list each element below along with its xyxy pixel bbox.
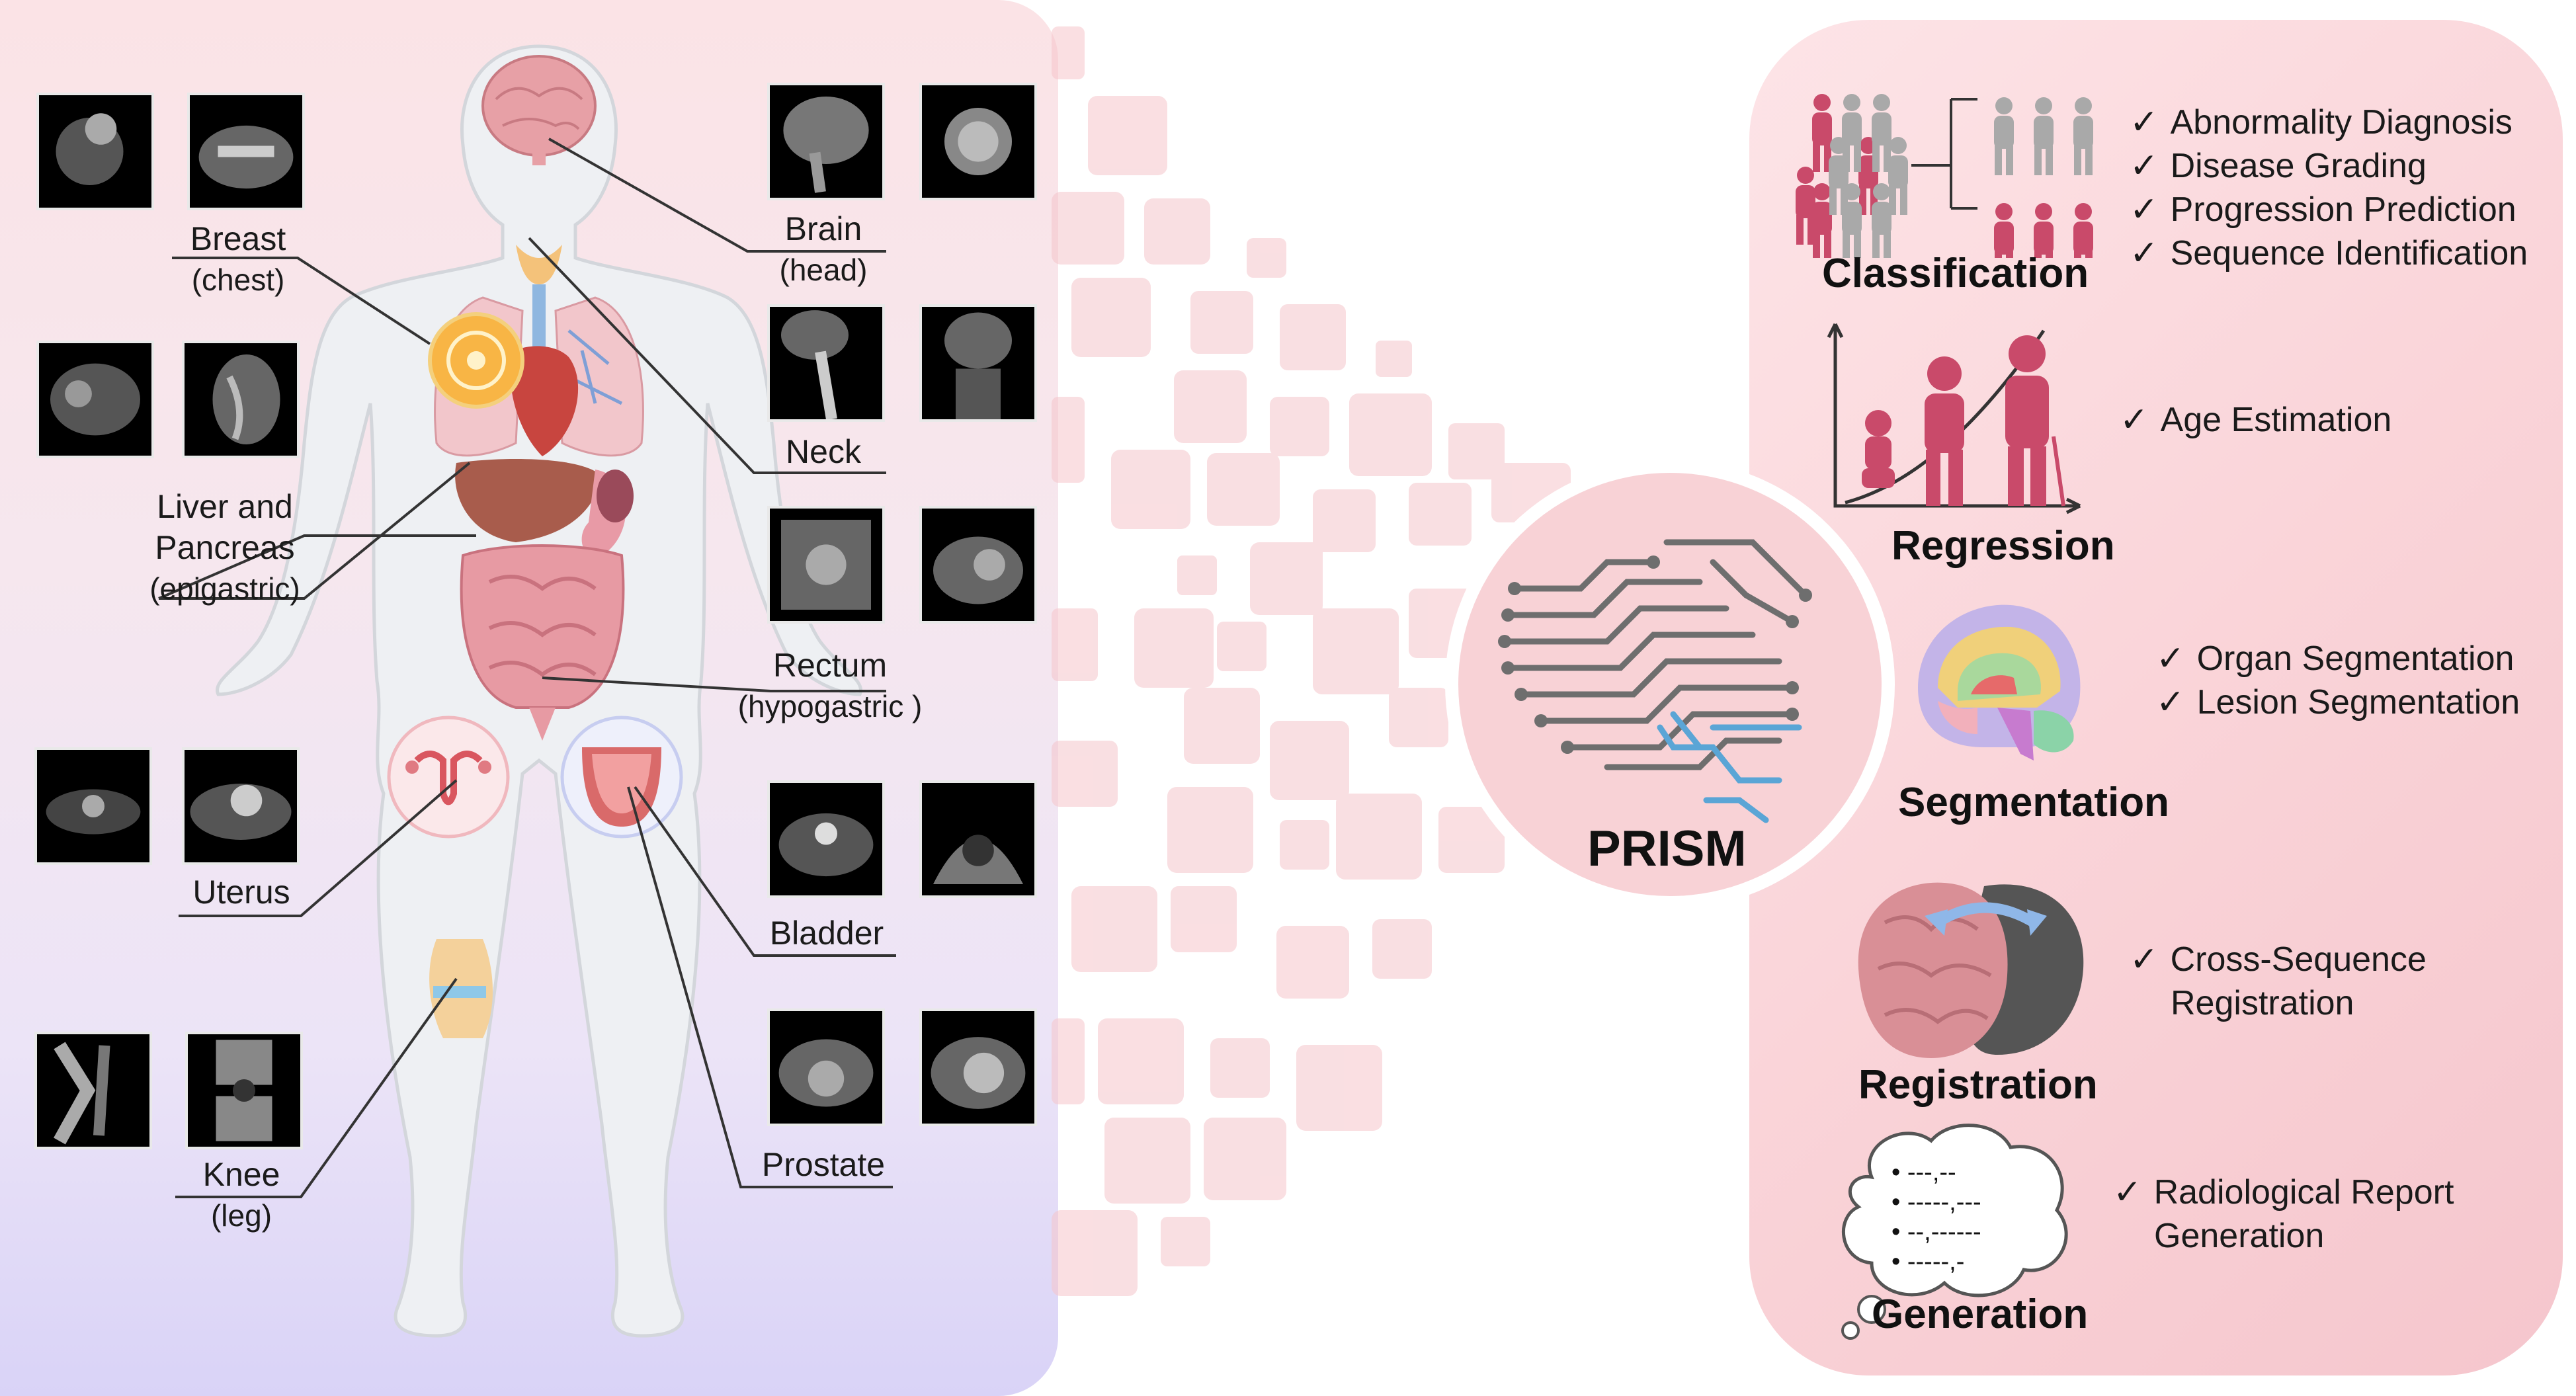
prism-circle xyxy=(1445,460,1895,909)
prism-title: PRISM xyxy=(1587,821,1747,877)
mri-thumb-uterus-1 xyxy=(34,747,152,865)
mri-thumb-bladder-1 xyxy=(767,780,885,898)
mri-thumb-breast-2 xyxy=(187,93,305,210)
svg-text:• --,------: • --,------ xyxy=(1891,1218,1981,1246)
svg-text:• -----,-: • -----,- xyxy=(1891,1248,1964,1276)
label-neck: Neck xyxy=(786,433,861,470)
label-rectum: Rectum(hypogastric ) xyxy=(737,647,923,723)
regression-age-icon xyxy=(1827,323,2081,514)
label-breast: Breast(chest) xyxy=(190,220,286,297)
label-bladder: Bladder xyxy=(769,915,884,952)
svg-text:• -----,---: • -----,--- xyxy=(1891,1188,1981,1216)
title-segmentation: Segmentation xyxy=(1898,780,2169,825)
mri-thumb-prostate-2 xyxy=(919,1008,1037,1126)
list-regression: ✓Age Estimation xyxy=(2120,401,2392,439)
mri-thumb-neck-1 xyxy=(767,304,885,422)
label-uterus: Uterus xyxy=(192,874,290,911)
mri-thumb-rectum-2 xyxy=(919,506,1037,624)
mri-thumb-bladder-2 xyxy=(919,780,1037,898)
mri-thumb-liver-1 xyxy=(36,341,154,458)
mosaic-decoration xyxy=(1052,26,1571,1296)
registration-brains-icon xyxy=(1858,882,2084,1058)
classification-people-icon xyxy=(1796,94,2093,258)
title-classification: Classification xyxy=(1822,251,2089,296)
list-registration: ✓Cross-Sequence Registration xyxy=(2130,940,2427,1022)
title-registration: Registration xyxy=(1858,1062,2098,1108)
mri-thumb-knee-1 xyxy=(34,1032,152,1149)
svg-text:• ---,--: • ---,-- xyxy=(1891,1159,1956,1186)
mri-thumb-brain-1 xyxy=(767,83,885,200)
label-prostate: Prostate xyxy=(761,1146,886,1183)
title-generation: Generation xyxy=(1872,1292,2089,1337)
label-knee: Knee(leg) xyxy=(202,1156,280,1233)
mri-thumb-liver-2 xyxy=(182,341,300,458)
label-brain: Brain(head) xyxy=(779,210,868,287)
segmentation-brain-icon xyxy=(1918,604,2081,760)
mri-thumb-brain-2 xyxy=(919,83,1037,200)
list-segmentation: ✓Organ Segmentation ✓Lesion Segmentation xyxy=(2156,639,2520,721)
title-regression: Regression xyxy=(1891,523,2115,569)
mri-thumb-breast-1 xyxy=(36,93,154,210)
mri-thumb-uterus-2 xyxy=(182,747,300,865)
circuit-brain-icon xyxy=(1501,539,1809,770)
generation-thought-bubble-icon: • ---,-- • -----,--- • --,------ • -----… xyxy=(1841,1124,2068,1340)
list-classification: ✓Abnormality Diagnosis ✓Disease Grading … xyxy=(2130,103,2528,272)
list-generation: ✓Radiological Report Generation xyxy=(2113,1173,2454,1255)
mri-thumb-neck-2 xyxy=(919,304,1037,422)
mri-thumb-knee-2 xyxy=(185,1032,303,1149)
mri-thumb-prostate-1 xyxy=(767,1008,885,1126)
mri-thumb-rectum-1 xyxy=(767,506,885,624)
human-body xyxy=(215,44,863,1338)
